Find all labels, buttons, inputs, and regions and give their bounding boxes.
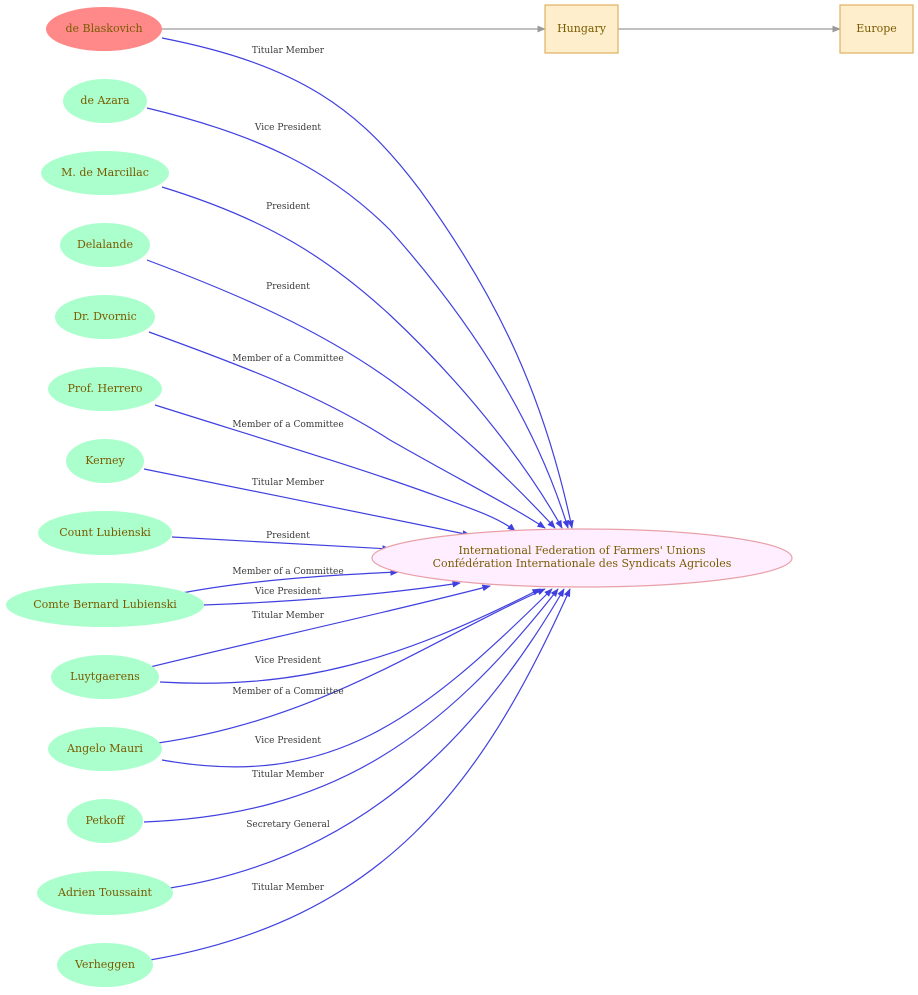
node-prof-herrero[interactable]: Prof. Herrero (48, 367, 162, 411)
svg-text:Adrien Toussaint: Adrien Toussaint (57, 886, 152, 899)
svg-text:de Blaskovich: de Blaskovich (65, 22, 142, 35)
edge-dvornic (148, 331, 546, 529)
edge-label-mauri-titular: Titular Member (252, 770, 325, 780)
node-europe[interactable]: Europe (839, 4, 914, 54)
edge-label-mauri-vice: Vice President (254, 736, 322, 746)
membership-edges (143, 37, 574, 961)
edge-label-luytgaerens-vice: Vice President (254, 656, 322, 666)
edge-luytgaerens-member (157, 588, 546, 744)
person-nodes: de Blaskovich de Azara M. de Marcillac D… (6, 7, 204, 987)
edge-label-toussaint: Titular Member (252, 883, 325, 893)
edge-label-herrero: Member of a Committee (232, 420, 343, 430)
svg-text:Count Lubienski: Count Lubienski (59, 526, 151, 539)
edge-label-marcillac: President (266, 202, 310, 212)
edge-label-luytgaerens-member: Member of a Committee (232, 687, 343, 697)
svg-text:Hungary: Hungary (557, 22, 607, 35)
edge-label-azara: Vice President (254, 123, 322, 133)
edge-petkoff (169, 588, 565, 889)
organization-name-fr: Confédération Internationale des Syndica… (433, 557, 732, 570)
node-angelo-mauri[interactable]: Angelo Mauri (48, 727, 162, 771)
edge-label-bernard-vice: Vice President (254, 587, 322, 597)
edge-bernard-member (181, 568, 399, 594)
edge-count-lubienski (171, 536, 391, 552)
edge-label-delalande: President (266, 282, 310, 292)
svg-text:Angelo Mauri: Angelo Mauri (66, 742, 143, 755)
edge-azara (146, 107, 570, 529)
svg-text:Delalande: Delalande (77, 238, 133, 251)
node-dr-dvornic[interactable]: Dr. Dvornic (55, 295, 155, 339)
edge-luytgaerens-vice (159, 588, 541, 684)
node-hungary[interactable]: Hungary (544, 4, 619, 54)
svg-text:Prof. Herrero: Prof. Herrero (68, 382, 143, 395)
edge-mauri-titular (143, 588, 559, 823)
edge-label-dvornic: Member of a Committee (232, 354, 343, 364)
edge-herrero (154, 404, 516, 532)
edge-label-blaskovich: Titular Member (252, 46, 325, 56)
node-m-de-marcillac[interactable]: M. de Marcillac (41, 151, 169, 195)
svg-text:Dr. Dvornic: Dr. Dvornic (73, 310, 137, 323)
edge-marcillac (161, 186, 563, 529)
svg-text:Luytgaerens: Luytgaerens (70, 670, 140, 683)
svg-text:Europe: Europe (856, 22, 897, 35)
edge-toussaint (149, 588, 571, 961)
edge-labels: Titular Member Vice President President … (232, 46, 343, 893)
node-kerney[interactable]: Kerney (66, 439, 144, 483)
edge-label-bernard-titular: Titular Member (252, 611, 325, 621)
node-adrien-toussaint[interactable]: Adrien Toussaint (37, 871, 173, 915)
svg-text:Verheggen: Verheggen (74, 958, 135, 971)
node-luytgaerens[interactable]: Luytgaerens (51, 655, 159, 699)
node-verheggen[interactable]: Verheggen (57, 943, 153, 987)
edge-blaskovich (161, 37, 574, 529)
node-delalande[interactable]: Delalande (60, 223, 150, 267)
node-comte-bernard-lubienski[interactable]: Comte Bernard Lubienski (6, 583, 204, 627)
edge-label-kerney: Titular Member (252, 478, 325, 488)
edge-mauri-vice (161, 588, 553, 768)
edge-bernard-titular (149, 584, 491, 668)
node-organization[interactable]: International Federation of Farmers' Uni… (371, 528, 793, 588)
svg-text:Comte Bernard Lubienski: Comte Bernard Lubienski (33, 598, 177, 611)
edge-label-count-lubienski: President (266, 531, 310, 541)
edge-bernard-vice (202, 580, 461, 606)
svg-text:de Azara: de Azara (80, 94, 130, 107)
svg-text:M. de Marcillac: M. de Marcillac (61, 166, 149, 179)
node-de-blaskovich[interactable]: de Blaskovich (46, 7, 162, 51)
svg-text:Petkoff: Petkoff (86, 814, 126, 827)
organization-name-en: International Federation of Farmers' Uni… (458, 544, 705, 557)
node-de-azara[interactable]: de Azara (63, 79, 147, 123)
node-count-lubienski[interactable]: Count Lubienski (38, 511, 172, 555)
node-petkoff[interactable]: Petkoff (67, 799, 143, 843)
edge-delalande (146, 259, 556, 529)
edge-label-petkoff: Secretary General (246, 820, 330, 830)
edge-kerney (143, 468, 471, 537)
svg-text:Kerney: Kerney (85, 454, 125, 467)
place-nodes: Hungary Europe (544, 4, 914, 54)
edge-label-bernard-member: Member of a Committee (232, 567, 343, 577)
